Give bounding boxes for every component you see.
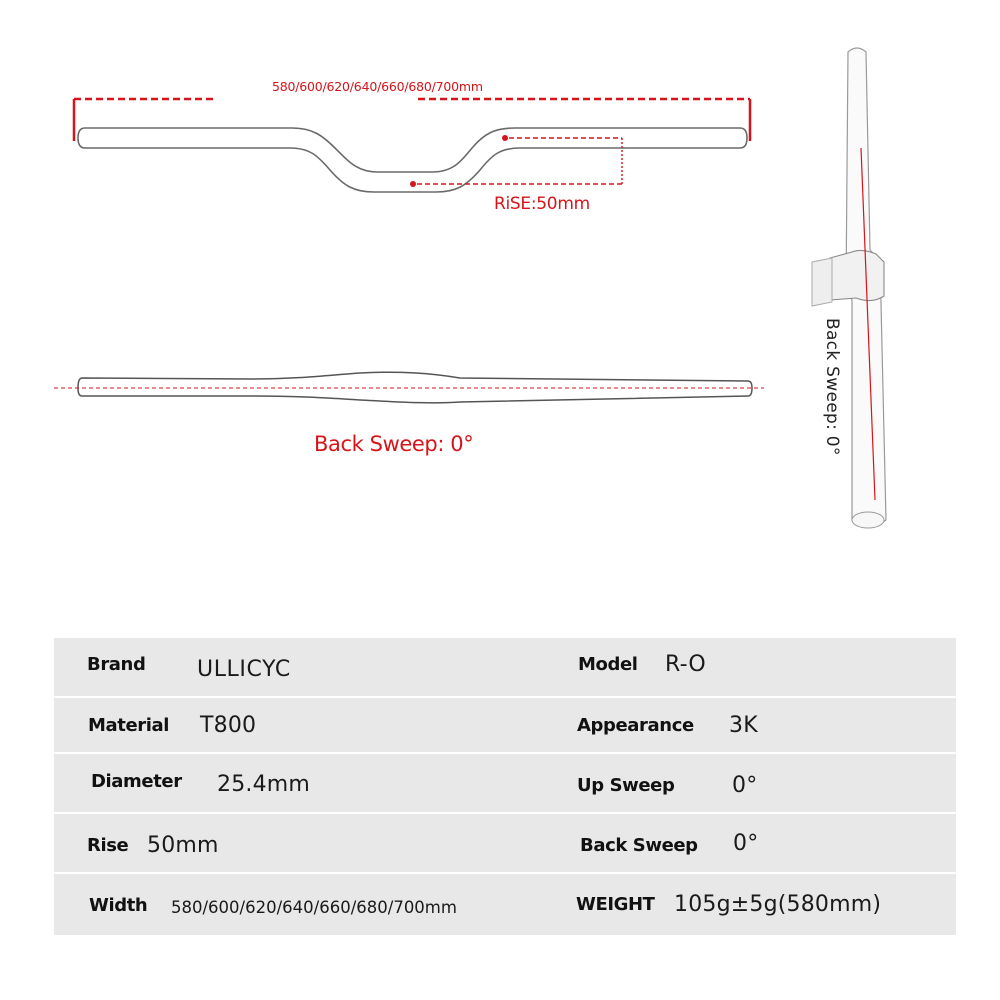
riser-bar-side-view bbox=[811, 47, 887, 529]
side-view-back-sweep-label: Back Sweep: 0° bbox=[822, 318, 842, 456]
spec-value-model: R-O bbox=[665, 651, 706, 677]
spec-key-rise: Rise bbox=[87, 834, 129, 856]
spec-key-brand: Brand bbox=[87, 653, 146, 675]
spec-key-back-sweep: Back Sweep bbox=[580, 834, 698, 856]
spec-value-appearance: 3K bbox=[729, 712, 758, 738]
rise-dimension-label: RiSE:50mm bbox=[494, 194, 590, 214]
back-sweep-label: Back Sweep: 0° bbox=[314, 432, 474, 456]
spec-row: Diameter 25.4mm Up Sweep 0° bbox=[54, 754, 956, 814]
spec-key-weight: WEIGHT bbox=[576, 894, 655, 915]
spec-key-diameter: Diameter bbox=[91, 770, 182, 792]
spec-key-up-sweep: Up Sweep bbox=[577, 774, 675, 796]
handlebar-technical-drawing bbox=[54, 47, 887, 529]
riser-bar-front-view bbox=[72, 97, 752, 193]
spec-value-rise: 50mm bbox=[147, 832, 219, 858]
riser-bar-top-view bbox=[54, 371, 764, 404]
spec-key-appearance: Appearance bbox=[577, 714, 694, 736]
spec-value-up-sweep: 0° bbox=[732, 772, 758, 798]
width-dimension-label: 580/600/620/640/660/680/700mm bbox=[272, 79, 483, 94]
spec-key-width: Width bbox=[89, 895, 148, 916]
spec-table: Brand ULLICYC Model R-O Material T800 Ap… bbox=[54, 638, 956, 935]
spec-row: Material T800 Appearance 3K bbox=[54, 698, 956, 754]
spec-row: Rise 50mm Back Sweep 0° bbox=[54, 814, 956, 874]
spec-value-brand: ULLICYC bbox=[197, 656, 291, 682]
spec-row: Width 580/600/620/640/660/680/700mm WEIG… bbox=[54, 874, 956, 935]
spec-key-model: Model bbox=[578, 653, 638, 675]
spec-key-material: Material bbox=[88, 714, 170, 736]
spec-value-diameter: 25.4mm bbox=[217, 771, 311, 797]
spec-value-width: 580/600/620/640/660/680/700mm bbox=[171, 898, 457, 917]
spec-value-weight: 105g±5g(580mm) bbox=[674, 892, 882, 917]
spec-value-back-sweep: 0° bbox=[733, 830, 759, 856]
spec-value-material: T800 bbox=[200, 712, 257, 738]
spec-row: Brand ULLICYC Model R-O bbox=[54, 638, 956, 698]
